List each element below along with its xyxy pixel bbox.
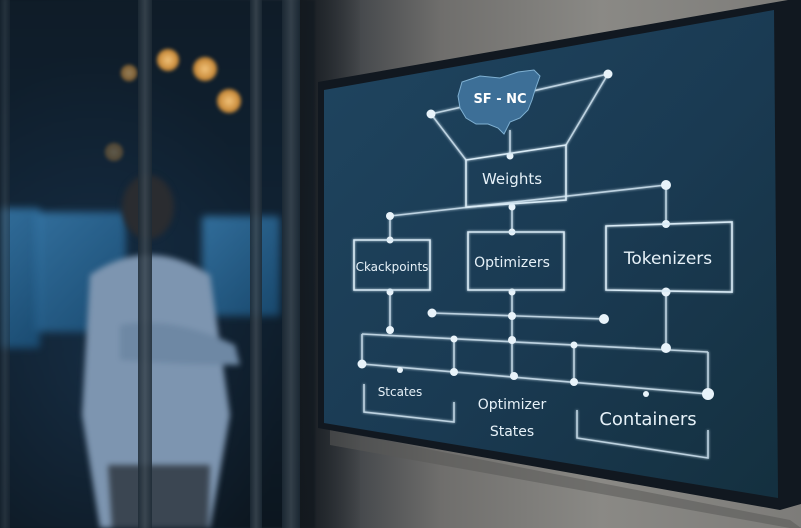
bokeh-light: [120, 64, 138, 82]
glass-frame: [138, 0, 152, 528]
bokeh-light: [104, 142, 124, 162]
weights-label: Weights: [482, 170, 542, 188]
optimizers-box: [467, 231, 565, 291]
map-region-label: SF - NC: [473, 92, 526, 107]
bokeh-light: [216, 88, 242, 114]
optimizer-states-label-line2: States: [490, 424, 534, 440]
monitor-screen: [324, 10, 778, 498]
bokeh-light: [156, 48, 180, 72]
tokenizers-label: Tokenizers: [623, 249, 712, 269]
us-map-icon: [457, 69, 541, 135]
glass-frame: [250, 0, 262, 528]
tokenizers-box: [605, 221, 733, 293]
background-blue-display-right: [202, 216, 280, 316]
optimizer-states-label-line1: Optimizer: [478, 397, 547, 413]
diagram-lines: [361, 73, 709, 459]
containers-label: Containers: [599, 409, 696, 430]
glass-frame: [282, 0, 300, 528]
checkpoints-box: [353, 239, 431, 291]
states-label: Stcates: [378, 385, 423, 399]
weights-box: [465, 144, 567, 208]
optimizers-label: Optimizers: [474, 255, 550, 271]
checkpoints-label: Ckackpoints: [356, 260, 429, 274]
bokeh-light: [192, 56, 218, 82]
glass-frame: [0, 0, 10, 528]
